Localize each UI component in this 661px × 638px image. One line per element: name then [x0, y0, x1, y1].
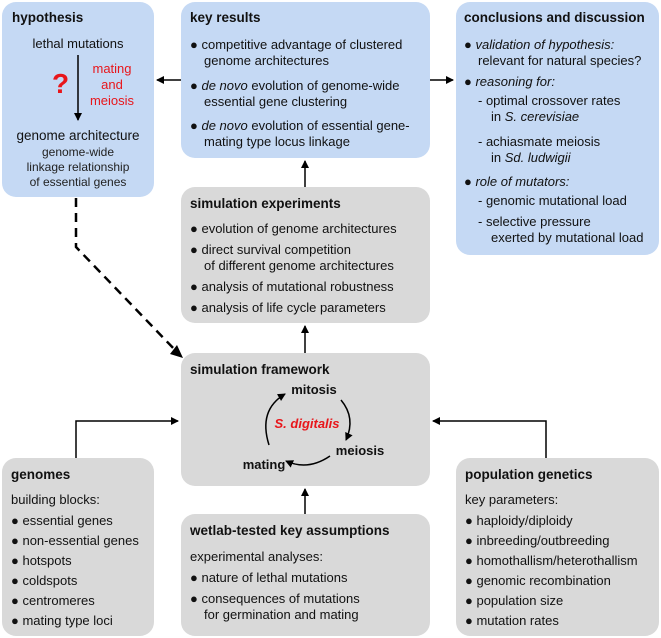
arrow-from-population-genetics — [432, 417, 547, 458]
wetlab-item-2-cont: for germination and mating — [204, 607, 359, 622]
conclusion-sdludwigii: in Sd. ludwigii — [491, 150, 571, 165]
key-result-2: ● de novo evolution of genome-wide — [190, 78, 400, 93]
population-genetics-title: population genetics — [465, 467, 593, 482]
simulation-experiments-title: simulation experiments — [190, 196, 341, 211]
hypothesis-sub1: genome-wide — [41, 145, 115, 159]
genomes-subtitle: building blocks: — [11, 492, 100, 507]
sim-exp-item-1: ● evolution of genome architectures — [190, 221, 397, 236]
simulation-experiments-box — [181, 187, 430, 323]
cycle-mating-label: mating — [242, 457, 286, 472]
sim-exp-item-2: ● direct survival competition — [190, 242, 352, 257]
conclusion-achiasmate: - achiasmate meiosis — [478, 134, 601, 149]
hypothesis-title: hypothesis — [12, 10, 84, 25]
wetlab-title: wetlab-tested key assumptions — [190, 523, 390, 538]
key-result-1: ● competitive advantage of clustered — [190, 37, 403, 52]
sim-exp-item-4: ● analysis of life cycle parameters — [190, 300, 386, 315]
conclusions-box — [456, 2, 659, 255]
lethal-mutations-label: lethal mutations — [32, 36, 124, 51]
genomes-title: genomes — [11, 467, 71, 482]
population-genetics-item: ● population size — [465, 593, 564, 608]
simulation-framework-title: simulation framework — [190, 362, 330, 377]
wetlab-item-2: ● consequences of mutations — [190, 591, 360, 606]
genome-architecture-label: genome architecture — [16, 128, 140, 143]
conclusion-reasoning: ● reasoning for: — [464, 74, 555, 89]
conclusion-scerevisiae: in S. cerevisiae — [491, 109, 580, 124]
arrow-from-genomes — [75, 417, 179, 458]
sim-exp-item-3: ● analysis of mutational robustness — [190, 279, 394, 294]
dashed-arrow-head — [170, 345, 183, 358]
key-result-3: ● de novo evolution of essential gene- — [190, 118, 410, 133]
cycle-meiosis-label: meiosis — [335, 443, 385, 458]
wetlab-item-1: ● nature of lethal mutations — [190, 570, 348, 585]
conclusion-optimal: - optimal crossover rates — [478, 93, 621, 108]
cycle-species-label: S. digitalis — [274, 416, 340, 431]
genomes-item: ● essential genes — [11, 513, 113, 528]
hypothesis-sub2: linkage relationship — [26, 160, 130, 174]
sim-exp-item-2-cont: of different genome architectures — [204, 258, 394, 273]
conclusion-selective: - selective pressure — [478, 214, 591, 229]
population-genetics-box — [456, 458, 659, 636]
genomes-box — [2, 458, 154, 636]
population-genetics-item: ● haploidy/diploidy — [465, 513, 573, 528]
genomes-item: ● centromeres — [11, 593, 95, 608]
genomes-item: ● coldspots — [11, 573, 78, 588]
population-genetics-subtitle: key parameters: — [465, 492, 559, 507]
conclusion-exerted: exerted by mutational load — [491, 230, 644, 245]
key-result-3-cont: mating type locus linkage — [204, 134, 350, 149]
conclusion-role: ● role of mutators: — [464, 174, 570, 189]
and-label: and — [101, 77, 123, 92]
key-result-1-cont: genome architectures — [204, 53, 330, 68]
conclusion-validation: ● validation of hypothesis: — [464, 37, 615, 52]
population-genetics-item: ● homothallism/heterothallism — [465, 553, 638, 568]
genomes-item: ● non-essential genes — [11, 533, 139, 548]
hypothesis-sub3: of essential genes — [29, 175, 127, 189]
genomes-item: ● mating type loci — [11, 613, 113, 628]
population-genetics-item: ● mutation rates — [465, 613, 559, 628]
meiosis-label: meiosis — [89, 93, 135, 108]
cycle-mitosis-label: mitosis — [291, 382, 337, 397]
population-genetics-item: ● inbreeding/outbreeding — [465, 533, 610, 548]
conclusion-relevant: relevant for natural species? — [478, 53, 642, 68]
key-results-box — [181, 2, 430, 158]
key-results-title: key results — [190, 10, 261, 25]
wetlab-box — [181, 514, 430, 636]
mating-label: mating — [92, 61, 132, 76]
population-genetics-item: ● genomic recombination — [465, 573, 611, 588]
dashed-arrow-hypothesis-to-framework — [74, 198, 177, 352]
wetlab-subtitle: experimental analyses: — [190, 549, 323, 564]
conclusions-title: conclusions and discussion — [464, 10, 645, 25]
conclusion-genomic-load: - genomic mutational load — [478, 193, 627, 208]
question-mark: ? — [52, 68, 70, 99]
key-result-2-cont: essential gene clustering — [204, 94, 348, 109]
genomes-item: ● hotspots — [11, 553, 72, 568]
